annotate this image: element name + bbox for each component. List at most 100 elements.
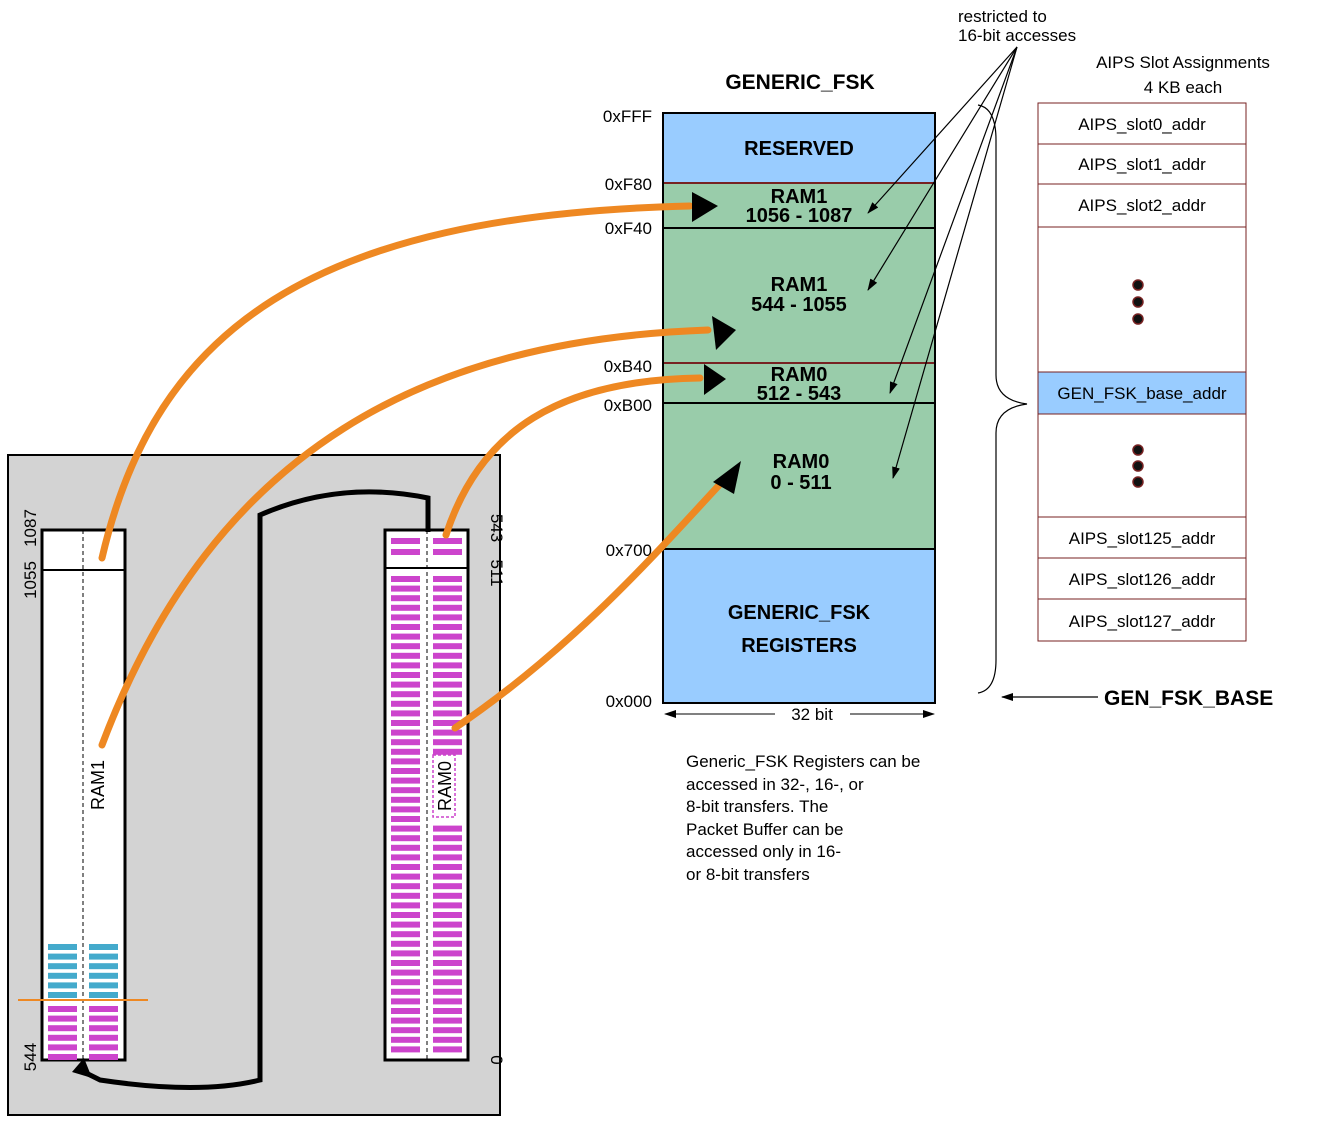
memory-cell (391, 585, 420, 592)
memory-cell (391, 969, 420, 976)
memory-cell (433, 729, 462, 736)
map-arrow-ram0-main (451, 478, 726, 732)
memory-cell (433, 643, 462, 650)
memory-cell (433, 604, 462, 611)
memory-cell (391, 652, 420, 659)
memory-cell (433, 844, 462, 851)
memory-cell (433, 672, 462, 678)
memory-cell (391, 940, 420, 947)
memory-cell (433, 912, 462, 918)
memory-cell (433, 998, 462, 1005)
memory-cell (48, 1015, 77, 1022)
memory-cell (433, 864, 462, 870)
memory-cell (391, 720, 420, 726)
memory-cell (89, 982, 118, 989)
memory-cell (433, 748, 462, 755)
note-line: accessed in 32-, 16-, or (686, 774, 864, 794)
arrowhead-ram1-upper (692, 192, 718, 222)
memory-cell (391, 988, 420, 995)
address-label: 0xF40 (605, 219, 652, 238)
memory-cell (89, 944, 118, 950)
memory-cell (433, 825, 462, 832)
memory-cell (89, 1006, 118, 1012)
memory-cell (391, 816, 420, 822)
memory-cell (391, 604, 420, 611)
region-reserved (662, 112, 936, 184)
aips-ellipsis-upper (1132, 279, 1144, 325)
memory-cell (391, 1017, 420, 1024)
memory-cell (433, 883, 462, 890)
address-label: 0xB40 (604, 357, 652, 376)
arrowhead-ram0-upper (704, 364, 726, 395)
memory-cell (391, 796, 420, 803)
memory-cell (433, 1017, 462, 1024)
memory-cell (391, 538, 420, 544)
memory-cell (433, 710, 462, 717)
arrowhead-ram0-main (713, 461, 741, 494)
map-arrow-ram1-upper (98, 202, 694, 562)
aips-slot: AIPS_slot0_addr (1078, 115, 1206, 134)
restriction-note-line1: restricted to (958, 7, 1047, 26)
memory-cell (433, 931, 462, 938)
ram0-main-range: 0 - 511 (770, 472, 831, 494)
memory-cell (89, 1015, 118, 1022)
curly-brace (977, 104, 1028, 694)
memory-cell (48, 972, 77, 979)
memory-cell (391, 777, 420, 784)
memory-cell (433, 691, 462, 698)
index-label-544: 544 (21, 1043, 40, 1071)
mapping-arrowheads (692, 192, 741, 494)
memory-cell (391, 1008, 420, 1014)
memory-cell (391, 614, 420, 621)
memory-cell (391, 576, 420, 582)
memory-cell (433, 835, 462, 842)
memory-cell (391, 549, 420, 555)
reserved-label: RESERVED (744, 138, 854, 160)
memory-cell (433, 1008, 462, 1014)
index-label-543: 543 (487, 514, 506, 542)
ram1-main-range: 544 - 1055 (751, 294, 847, 316)
memory-cell (433, 1046, 462, 1053)
index-label-1055: 1055 (21, 561, 40, 599)
memory-map-outline (662, 112, 936, 704)
panel-wrap-arrowhead (72, 1058, 92, 1078)
memory-cell (391, 710, 420, 717)
memory-cell (391, 979, 420, 986)
memory-cell (391, 912, 420, 918)
memory-cell (433, 902, 462, 909)
memory-cell (433, 700, 462, 707)
aips-title-line1: AIPS Slot Assignments (1096, 53, 1270, 72)
aips-slot: AIPS_slot2_addr (1078, 196, 1206, 215)
memory-cell (433, 576, 462, 582)
memory-cell (89, 992, 118, 998)
map-arrow-ram1-main (98, 326, 712, 749)
restriction-arrow (867, 46, 1018, 214)
registers-label-line2: REGISTERS (741, 635, 857, 657)
memory-cell (433, 624, 462, 630)
memory-cell (433, 988, 462, 995)
memory-cell (391, 844, 420, 851)
memory-cell (391, 758, 420, 765)
restriction-arrow (892, 46, 1018, 479)
memory-cell (433, 614, 462, 621)
memory-cell (391, 739, 420, 746)
map-arrow-ram0-upper (442, 374, 704, 539)
memory-cell (391, 729, 420, 736)
index-label-0: 0 (487, 1055, 506, 1064)
memory-cell (89, 953, 118, 960)
address-label: 0xFFF (603, 107, 652, 126)
memory-cell (433, 892, 462, 899)
memory-cell (48, 963, 77, 970)
memory-cell (391, 624, 420, 630)
memory-cell (391, 902, 420, 909)
address-label: 0x000 (606, 692, 652, 711)
memory-cell (48, 1034, 77, 1041)
ram1-upper-range: 1056 - 1087 (746, 205, 853, 227)
memory-cell (391, 1036, 420, 1043)
memory-cell (48, 982, 77, 989)
memory-cell (433, 854, 462, 861)
memory-cell (433, 979, 462, 986)
memory-cell (89, 972, 118, 979)
memory-cell (391, 681, 420, 688)
